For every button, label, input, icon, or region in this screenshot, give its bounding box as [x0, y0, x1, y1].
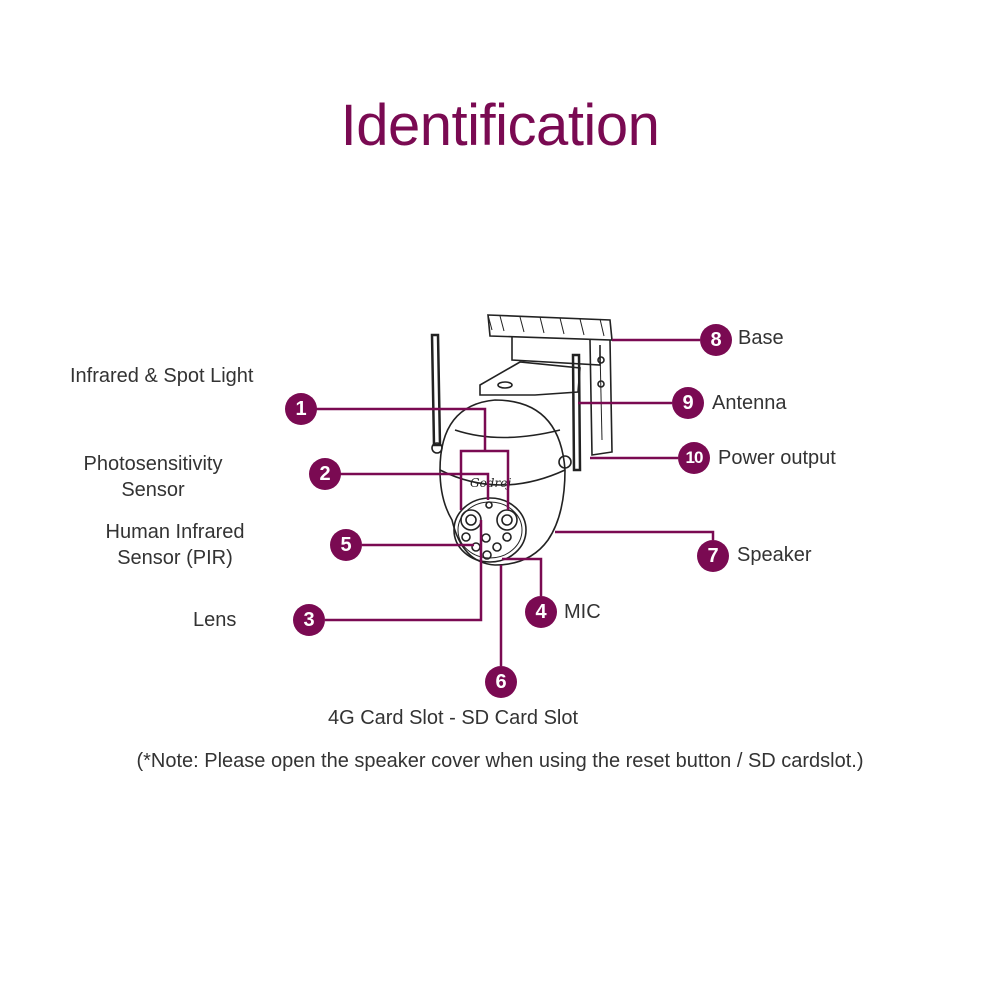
- leader-lines: [316, 338, 715, 666]
- callout-badge-2: 2: [309, 458, 341, 490]
- brand-mark: Godrej: [470, 476, 511, 490]
- callout-badge-8: 8: [700, 324, 732, 356]
- label-line: Sensor (PIR): [117, 547, 233, 569]
- label-infrared-spot-light: Infrared & Spot Light: [70, 365, 254, 387]
- callout-badge-4: 4: [525, 596, 557, 628]
- label-lens: Lens: [193, 609, 237, 631]
- camera-illustration: [430, 314, 613, 566]
- callout-badge-9: 9: [672, 387, 704, 419]
- page-title: Identification: [340, 93, 660, 158]
- label-human-infrared-sensor: Human Infrared Sensor (PIR): [90, 519, 260, 571]
- label-photosensitivity-sensor: Photosensitivity Sensor: [70, 451, 236, 503]
- label-speaker: Speaker: [737, 544, 812, 566]
- label-base: Base: [738, 327, 784, 349]
- callout-badge-3: 3: [293, 604, 325, 636]
- callout-badge-7: 7: [697, 540, 729, 572]
- callout-badge-6: 6: [485, 666, 517, 698]
- label-line: Photosensitivity: [83, 453, 223, 475]
- label-antenna: Antenna: [712, 392, 787, 414]
- callout-badge-5: 5: [330, 529, 362, 561]
- callout-badge-10: 10: [678, 442, 710, 474]
- label-line: Sensor: [121, 479, 185, 501]
- label-mic: MIC: [564, 601, 601, 623]
- label-line: Human Infrared: [105, 521, 245, 543]
- note-text: (*Note: Please open the speaker cover wh…: [136, 750, 864, 772]
- callout-badge-1: 1: [285, 393, 317, 425]
- label-power-output: Power output: [718, 447, 836, 469]
- label-card-slot: 4G Card Slot - SD Card Slot: [327, 707, 579, 729]
